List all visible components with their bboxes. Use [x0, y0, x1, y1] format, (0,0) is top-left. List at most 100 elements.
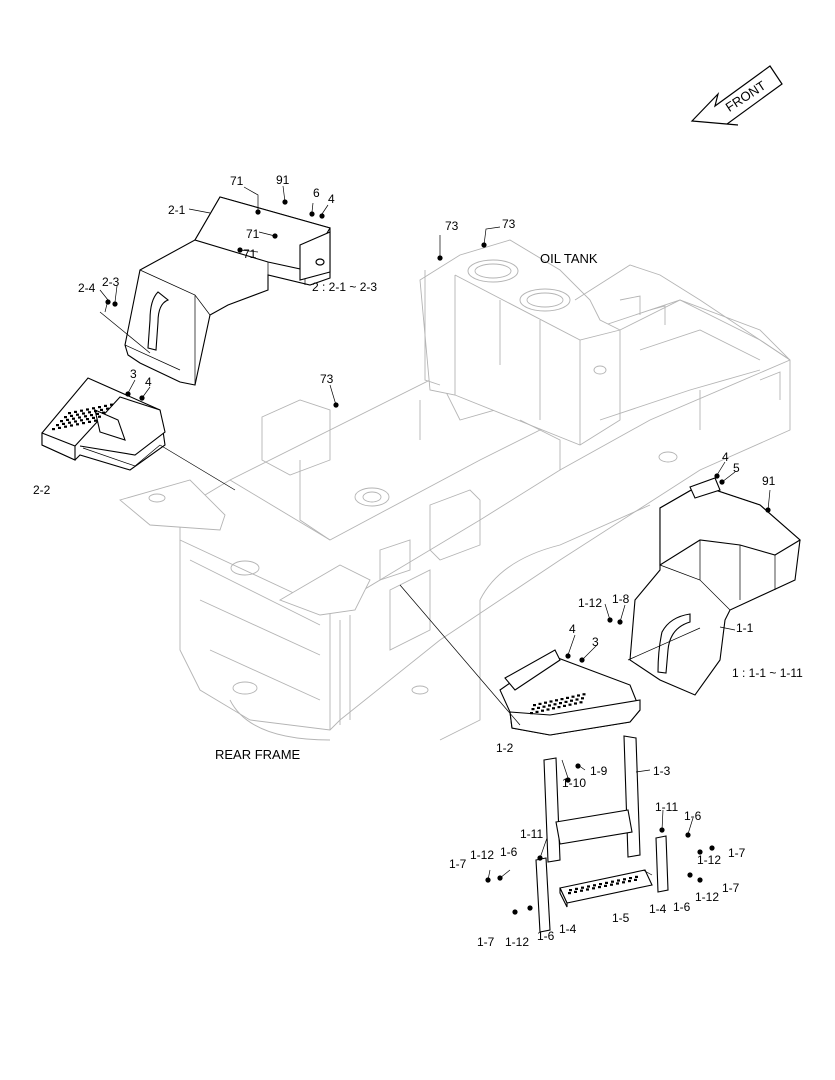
perforation-hole	[535, 710, 539, 713]
callout-label: 4	[328, 192, 335, 206]
perforation-hole	[586, 888, 589, 891]
perforation-hole	[635, 875, 638, 878]
perforation-hole	[541, 709, 544, 712]
perforation-hole	[92, 416, 95, 419]
callout-label: 1-12	[695, 890, 719, 904]
rear-frame-label: REAR FRAME	[215, 747, 301, 762]
oil-tank-label: OIL TANK	[540, 251, 598, 266]
step-1-2-drawing	[499, 649, 641, 736]
callout-label: 2-4	[78, 281, 96, 295]
perforation-hole	[100, 408, 103, 411]
perforation-hole	[538, 702, 542, 705]
perforation-hole	[577, 694, 580, 697]
perforation-hole	[580, 889, 583, 892]
perforation-hole	[88, 411, 91, 414]
callout-label: 1-8	[612, 592, 630, 606]
group2-note: 2 : 2-1 ~ 2-3	[312, 280, 377, 294]
ladder-1-3-drawing	[543, 735, 641, 863]
callout-label: 2-2	[33, 483, 51, 497]
callout-label: 1-7	[722, 881, 740, 895]
perforation-hole	[592, 887, 595, 890]
perforation-hole	[90, 414, 93, 417]
perforation-hole	[574, 890, 577, 893]
perforation-hole	[552, 707, 555, 710]
callout-label: 1-2	[496, 741, 514, 755]
callout-label: 73	[502, 217, 516, 231]
fastener-dot	[125, 391, 131, 397]
perforation-hole	[64, 425, 67, 428]
perforation-hole	[56, 424, 59, 427]
fastener-dot	[112, 301, 118, 307]
fastener-dot	[481, 242, 487, 248]
perforation-hole	[76, 413, 79, 416]
fastener-dot	[607, 617, 613, 623]
perforation-hole	[102, 411, 105, 414]
perforation-hole	[582, 693, 586, 696]
fastener-dot	[575, 763, 581, 769]
perforation-hole	[629, 877, 632, 880]
callout-label: 1-6	[684, 809, 702, 823]
perforation-hole	[58, 426, 61, 429]
perforation-hole	[581, 886, 584, 889]
callout-label: 5	[733, 461, 740, 475]
fastener-dot	[617, 619, 623, 625]
perforation-hole	[599, 883, 602, 886]
perforation-hole	[544, 701, 547, 704]
fastener-dot	[485, 877, 491, 883]
fastener-dot	[437, 255, 443, 261]
callout-label: 1-12	[470, 848, 494, 862]
perforation-hole	[623, 878, 626, 881]
fastener-dot	[309, 211, 315, 217]
cover-2-1-drawing	[124, 196, 331, 386]
leader-lines	[99, 185, 771, 881]
perforation-hole	[564, 700, 568, 703]
fastener-dot	[105, 299, 111, 305]
perforation-hole	[74, 420, 77, 423]
perforation-hole	[70, 424, 73, 427]
callout-label: 71	[230, 174, 244, 188]
fastener-dot	[765, 507, 771, 513]
callout-label: 4	[569, 622, 576, 636]
fasteners	[105, 199, 771, 915]
fastener-dot	[139, 395, 145, 401]
fastener-dot	[659, 827, 665, 833]
perforation-hole	[80, 419, 83, 422]
callout-label: 6	[313, 186, 320, 200]
fastener-dot	[685, 832, 691, 838]
callout-label: 91	[762, 474, 776, 488]
callout-label: 1-4	[559, 922, 577, 936]
callout-label: 4	[722, 450, 729, 464]
perforation-hole	[68, 421, 71, 424]
perforation-hole	[70, 414, 73, 417]
fastener-dot	[319, 213, 325, 219]
fastener-dot	[497, 875, 503, 881]
perforation-hole	[68, 412, 71, 415]
callout-label: 3	[130, 367, 137, 381]
callout-label: 2-1	[168, 203, 186, 217]
perforation-hole	[579, 701, 583, 704]
perforation-hole	[106, 407, 109, 410]
callout-label: 1-7	[449, 857, 467, 871]
perforation-hole	[575, 887, 578, 890]
perforation-hole	[78, 416, 81, 419]
perforation-hole	[549, 700, 553, 703]
perforation-hole	[96, 412, 99, 415]
callout-label: 91	[276, 173, 290, 187]
perforation-hole	[94, 419, 97, 422]
callout-label: 1-9	[590, 764, 608, 778]
front-arrow-icon	[690, 65, 783, 126]
perforation-hole	[94, 410, 97, 413]
perforation-hole	[559, 702, 562, 705]
step-perforations	[52, 403, 638, 895]
perforation-hole	[542, 705, 546, 708]
group1-note: 1 : 1-1 ~ 1-11	[732, 666, 803, 680]
perforation-hole	[64, 416, 67, 419]
callout-label: 1-12	[505, 935, 529, 949]
callout-label: 1-11	[655, 800, 678, 814]
perforation-hole	[604, 884, 607, 887]
perforation-hole	[568, 703, 572, 706]
step-2-2-drawing	[41, 377, 166, 471]
